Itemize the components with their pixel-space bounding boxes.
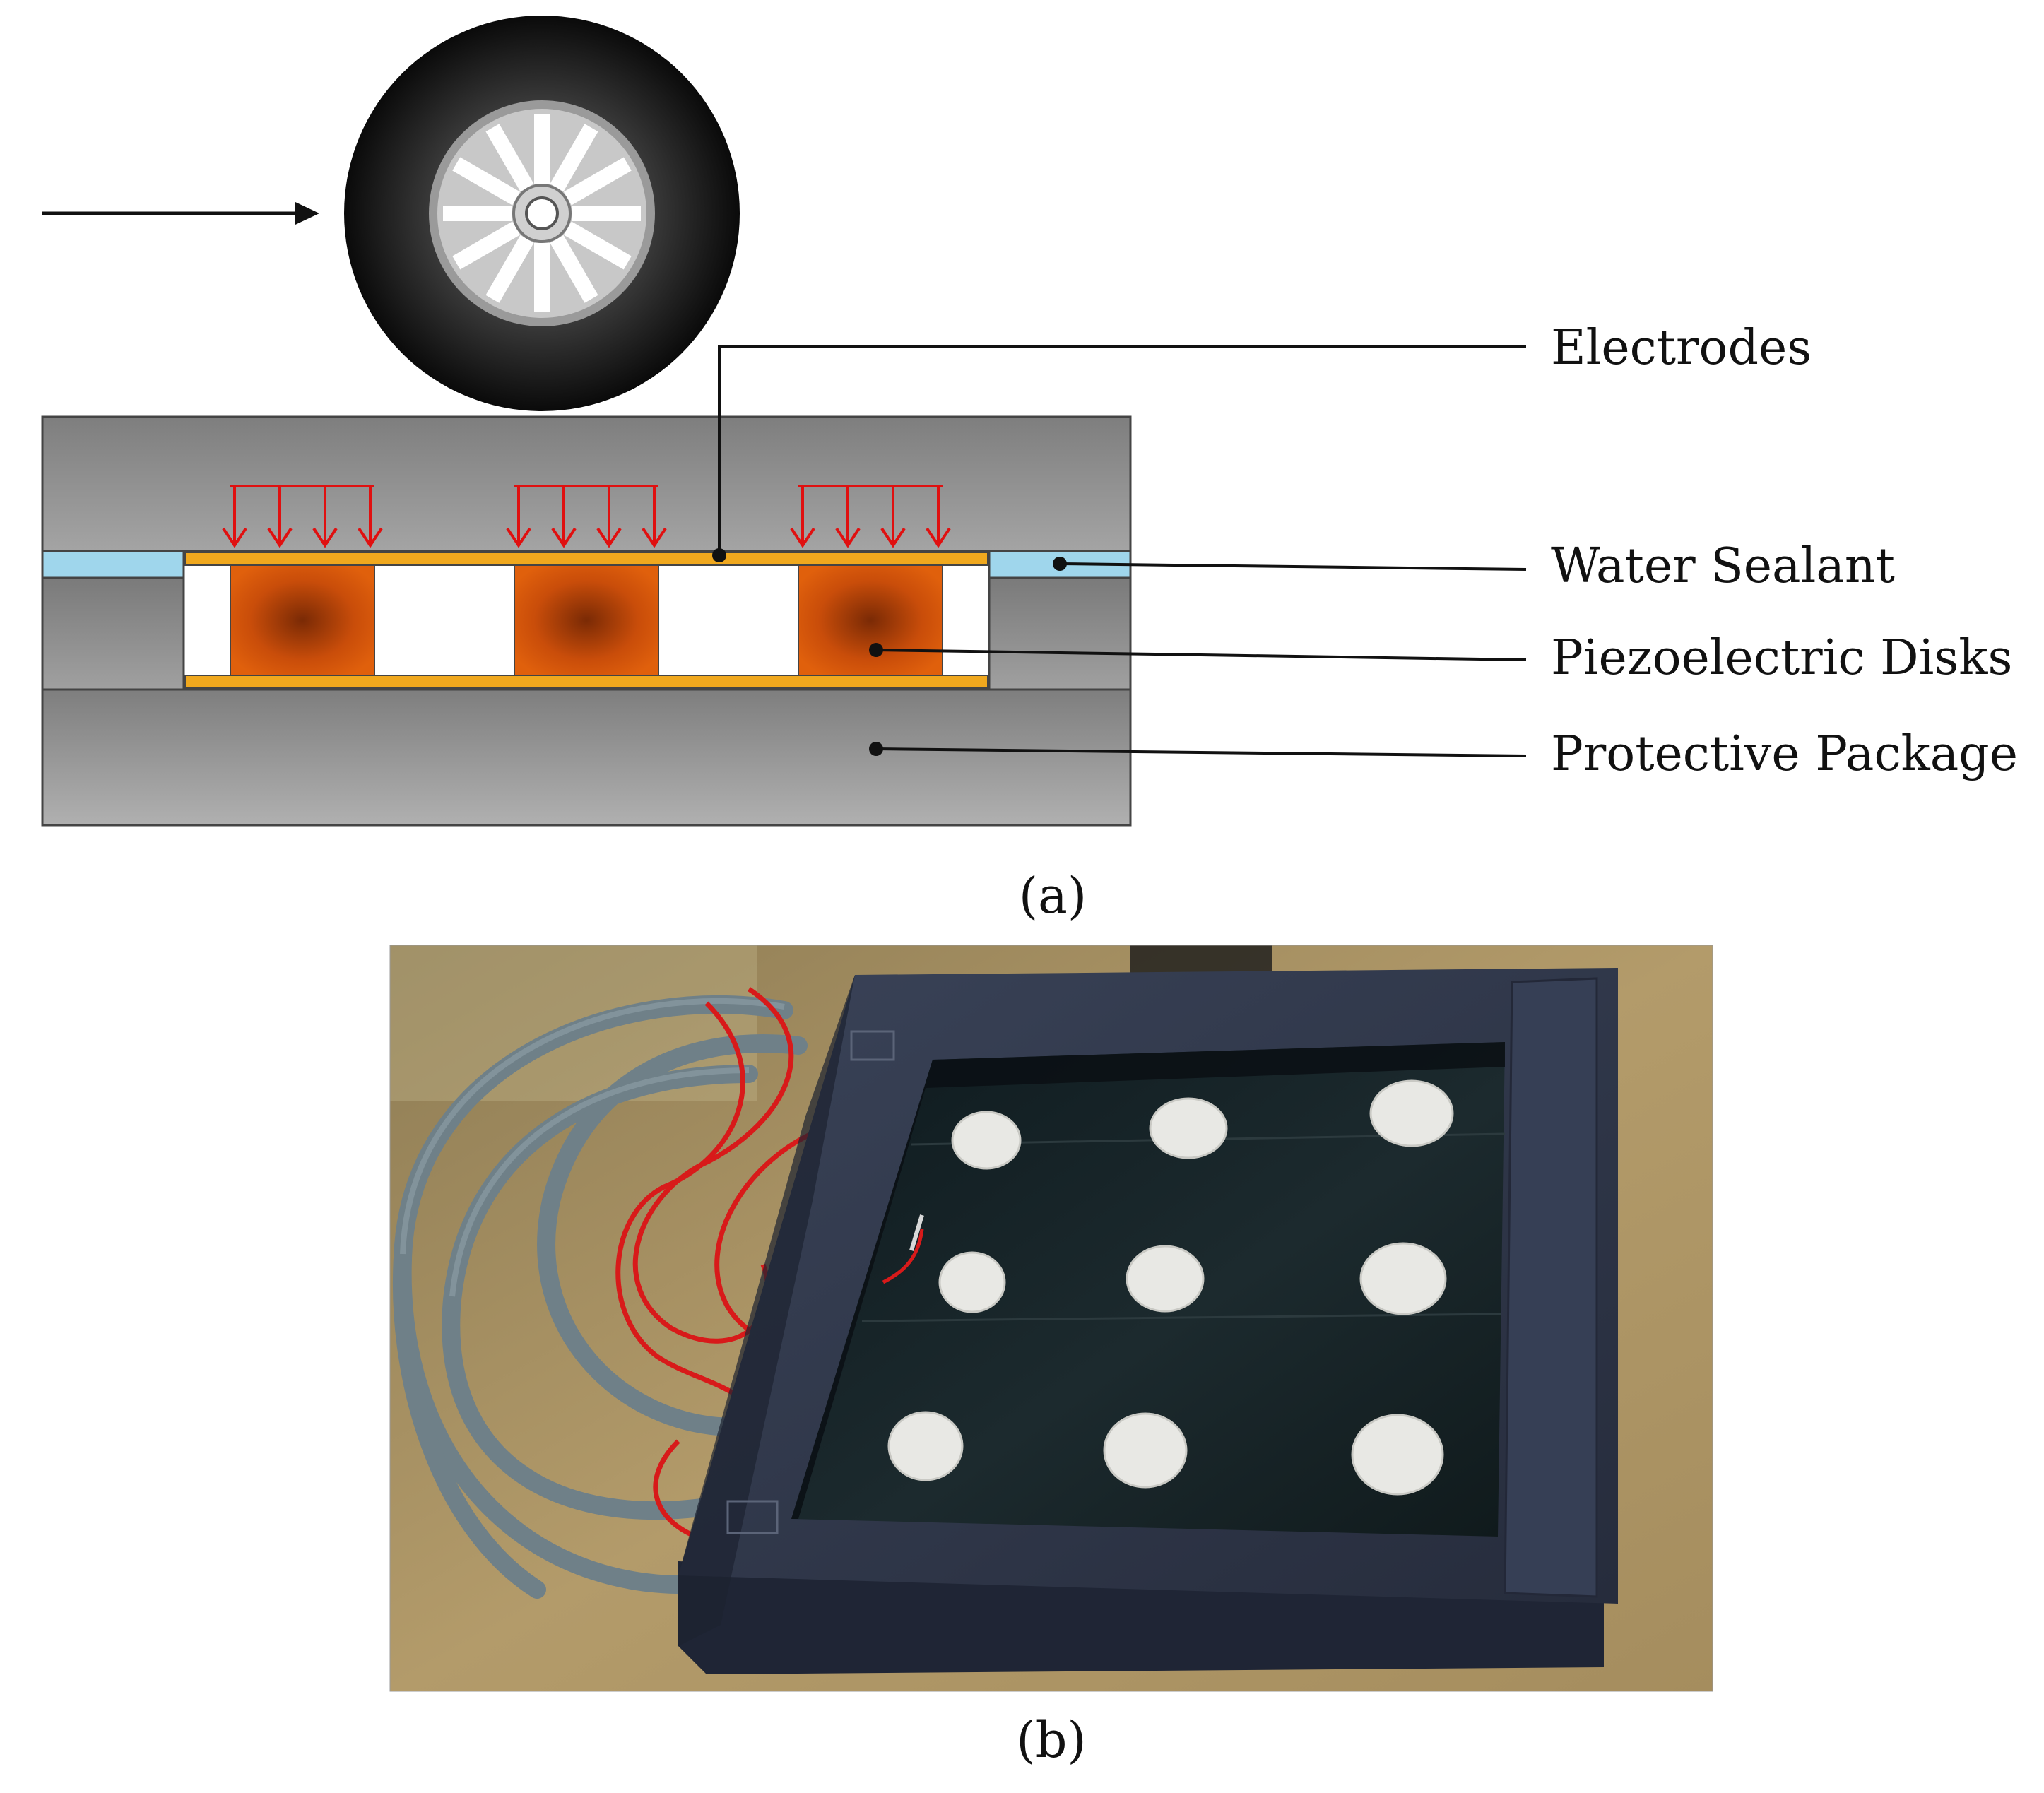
rim-spoke [550, 235, 598, 303]
red-wires [615, 987, 877, 1544]
bottom-electrode [184, 675, 988, 689]
rim-spoke [485, 235, 534, 303]
force-arrow-head [596, 527, 622, 548]
package-bottom-layer [41, 688, 1132, 827]
electrodes-leader [718, 345, 1526, 555]
piezo-disk-3 [798, 564, 943, 676]
piezoelectric-disks-label: Piezoelectric Disks [1551, 630, 2012, 686]
panel-b-caption: (b) [1016, 1711, 1086, 1769]
rim-spoke [563, 157, 632, 206]
force-arrow-head [642, 527, 667, 548]
force-arrow-head [926, 527, 951, 548]
force-arrow-icon [222, 485, 951, 548]
package-top-layer [41, 415, 1132, 552]
force-arrow-head [880, 527, 906, 548]
force-arrow-head [267, 527, 293, 548]
photo-disks [887, 1079, 1454, 1496]
force-arrow-head [312, 527, 338, 548]
piezo-disk-1 [230, 564, 375, 676]
piezo-leader [875, 649, 1527, 661]
force-arrow-head [506, 527, 531, 548]
rim-spoke [452, 157, 521, 206]
panel-a-caption: (a) [1019, 867, 1087, 925]
piezo-disk-2 [514, 564, 659, 676]
force-arrow-head [551, 527, 577, 548]
callout-lines [718, 345, 1527, 757]
force-arrow-head [835, 527, 861, 548]
rim-spoke [550, 124, 598, 192]
rim-spoke [563, 221, 632, 270]
gray-cable [392, 995, 808, 1599]
tire-icon [344, 16, 740, 411]
water-sealant-leader [1059, 562, 1527, 571]
panel-a: Electrodes Water Sealant Piezoelectric D… [41, 16, 2018, 925]
protective-package-label: Protective Package [1551, 726, 2018, 782]
panel-b-photo [389, 945, 1713, 1692]
electrodes-label: Electrodes [1551, 320, 1812, 376]
direction-arrow-icon [42, 202, 319, 225]
force-arrow-head [790, 527, 815, 548]
rim-spoke [485, 124, 534, 192]
water-sealant-left [41, 550, 185, 579]
water-sealant-label: Water Sealant [1551, 538, 1895, 594]
top-electrode [184, 552, 988, 566]
force-arrow-head [358, 527, 383, 548]
protective-package-cross-section [41, 415, 1132, 827]
rim-spokes [443, 114, 641, 312]
rim-spoke [452, 221, 521, 270]
protective-package-leader [875, 747, 1527, 757]
callout-dots [712, 548, 1067, 756]
force-arrow-head [222, 527, 247, 548]
